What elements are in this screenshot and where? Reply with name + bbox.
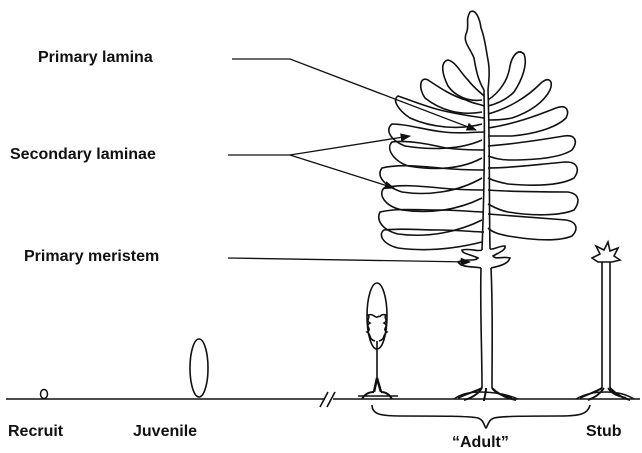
secondary-laminae-arrow-upper	[228, 136, 410, 155]
ground-line	[6, 392, 640, 407]
secondary-laminae-label: Secondary laminae	[10, 146, 156, 164]
young-adult-drawing	[358, 283, 398, 399]
callout-arrows	[228, 59, 476, 262]
adult-drawing	[379, 11, 578, 401]
stub-drawing	[576, 242, 634, 400]
juvenile-label: Juvenile	[133, 423, 197, 441]
primary-meristem-arrow	[228, 258, 470, 262]
recruit-drawing	[41, 390, 48, 399]
stub-label: Stub	[586, 423, 622, 441]
secondary-laminae-arrow-lower	[290, 155, 394, 188]
recruit-label: Recruit	[8, 423, 63, 441]
juvenile-drawing	[190, 339, 208, 397]
adult-brace	[372, 405, 590, 428]
primary-lamina-arrow	[232, 59, 476, 130]
adult-label: “Adult”	[452, 434, 509, 452]
primary-lamina-label: Primary lamina	[38, 49, 153, 67]
primary-meristem-label: Primary meristem	[24, 248, 159, 266]
